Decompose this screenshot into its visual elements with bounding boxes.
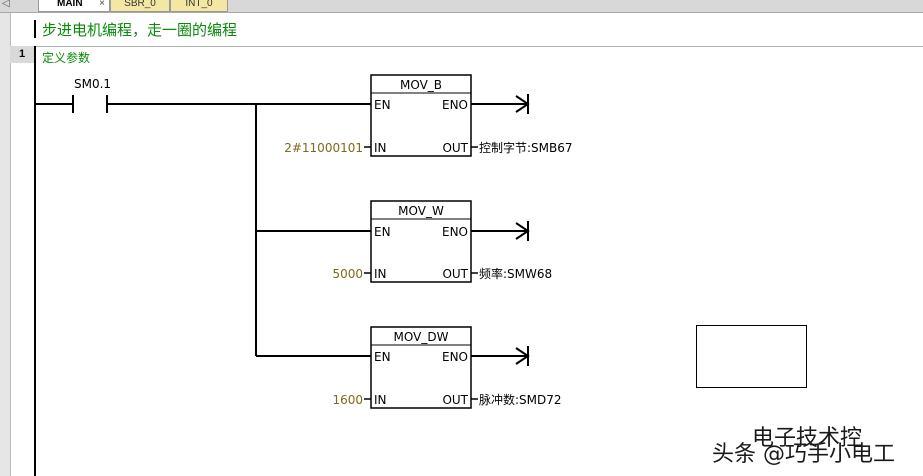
tab-main-label: MAIN: [57, 0, 83, 9]
title-marker: [34, 20, 36, 38]
program-title[interactable]: 步进电机编程，走一圈的编程: [42, 21, 238, 39]
mov-b-title: MOV_B: [400, 78, 442, 92]
editor-gutter: [0, 13, 11, 476]
power-rail: [34, 46, 36, 476]
mov-w-in-value[interactable]: 5000: [332, 267, 363, 281]
mov-b-block[interactable]: MOV_B EN ENO IN OUT: [370, 74, 472, 157]
mov-w-in: IN: [374, 267, 387, 281]
contact-address: SM0.1: [74, 77, 111, 91]
network-divider: [10, 46, 923, 47]
mov-dw-eno: ENO: [442, 350, 468, 364]
mov-b-in-value[interactable]: 2#11000101: [284, 141, 363, 155]
mov-dw-in-value[interactable]: 1600: [332, 393, 363, 407]
mov-dw-title: MOV_DW: [394, 330, 449, 344]
mov-b-out-value[interactable]: 控制字节:SMB67: [479, 140, 573, 155]
mov-b-out: OUT: [442, 141, 468, 155]
mov-dw-out: OUT: [442, 393, 468, 407]
watermark-line1: 电子技术控: [752, 426, 863, 451]
mov-b-eno: ENO: [442, 98, 468, 112]
close-icon[interactable]: ×: [99, 0, 105, 9]
tab-main[interactable]: MAIN ×: [38, 0, 110, 12]
empty-instruction-box[interactable]: [696, 325, 807, 388]
mov-w-eno: ENO: [442, 225, 468, 239]
watermark-line2: 头条 @巧手小电工: [712, 442, 895, 467]
tab-bar: ◁ MAIN × SBR_0 INT_0: [0, 0, 923, 13]
tab-scroll-left-icon[interactable]: ◁: [2, 0, 10, 9]
network-comment[interactable]: 定义参数: [42, 51, 91, 65]
tab-sbr0[interactable]: SBR_0: [110, 0, 170, 12]
mov-b-in: IN: [374, 141, 387, 155]
mov-w-out-value[interactable]: 频率:SMW68: [479, 266, 552, 281]
tab-int0[interactable]: INT_0: [170, 0, 228, 12]
mov-w-block[interactable]: MOV_W EN ENO IN OUT: [370, 200, 472, 283]
mov-w-out: OUT: [442, 267, 468, 281]
mov-dw-out-value[interactable]: 脉冲数:SMD72: [479, 392, 562, 407]
mov-dw-block[interactable]: MOV_DW EN ENO IN OUT: [370, 326, 472, 409]
mov-w-title: MOV_W: [398, 204, 444, 218]
mov-dw-in: IN: [374, 393, 387, 407]
mov-w-en: EN: [374, 225, 391, 239]
mov-dw-en: EN: [374, 350, 391, 364]
mov-b-en: EN: [374, 98, 391, 112]
